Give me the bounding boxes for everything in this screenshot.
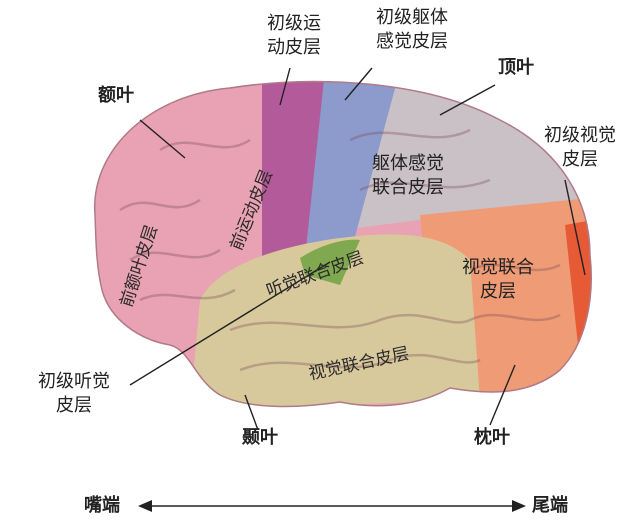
motor-cortex-region (262, 81, 325, 262)
label-primary-motor-cortex: 初级运 动皮层 (267, 13, 321, 58)
leader-somatosensory (344, 67, 373, 101)
brain-outline (94, 80, 592, 408)
leader-lines (129, 67, 586, 431)
label-primary-auditory-cortex: 初级听觉 皮层 (38, 371, 110, 416)
rostral-caudal-arrow (138, 500, 526, 512)
label-somatosensory-association: 躯体感觉 联合皮层 (372, 153, 444, 198)
label-parietal-lobe: 顶叶 (498, 57, 534, 78)
label-frontal-lobe: 额叶 (98, 85, 134, 106)
arrow-left-head (138, 500, 152, 512)
somatosensory-cortex-region (305, 81, 400, 258)
label-primary-somatosensory-cortex: 初级躯体 感觉皮层 (376, 7, 448, 52)
arrow-right-head (512, 500, 526, 512)
label-rostral: 嘴端 (84, 495, 120, 516)
label-occipital-lobe: 枕叶 (474, 427, 510, 448)
leader-motor (279, 67, 291, 106)
leader-occipital (489, 364, 516, 426)
leader-frontal (139, 119, 186, 159)
label-primary-visual-cortex: 初级视觉 皮层 (544, 125, 616, 170)
leader-parietal (439, 84, 496, 116)
label-caudal: 尾端 (532, 495, 568, 516)
label-temporal-lobe: 颞叶 (242, 427, 278, 448)
temporal-lobe-region (190, 234, 480, 407)
label-visual-association-upper: 视觉联合 皮层 (462, 257, 534, 302)
leader-temporal (244, 394, 259, 431)
leader-auditory (129, 261, 331, 386)
leader-visual (564, 179, 586, 276)
